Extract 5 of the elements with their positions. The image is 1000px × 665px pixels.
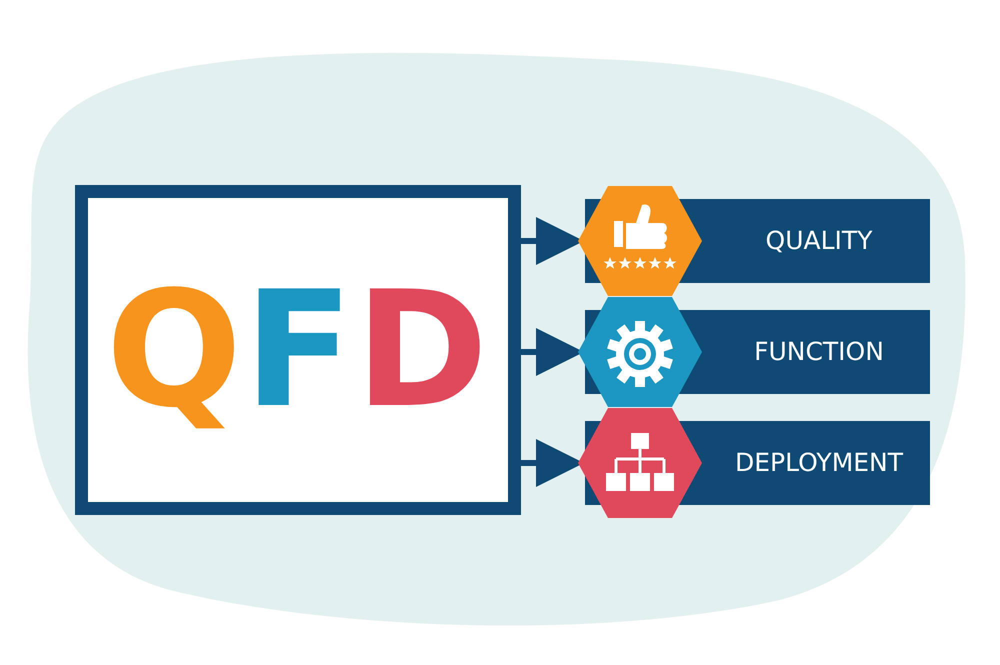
bar-label: FUNCTION bbox=[753, 337, 885, 366]
acronym-box bbox=[75, 185, 521, 515]
bar-label: DEPLOYMENT bbox=[734, 448, 904, 477]
acronym-text: QFD bbox=[106, 270, 490, 430]
bar-label: QUALITY bbox=[764, 226, 874, 255]
